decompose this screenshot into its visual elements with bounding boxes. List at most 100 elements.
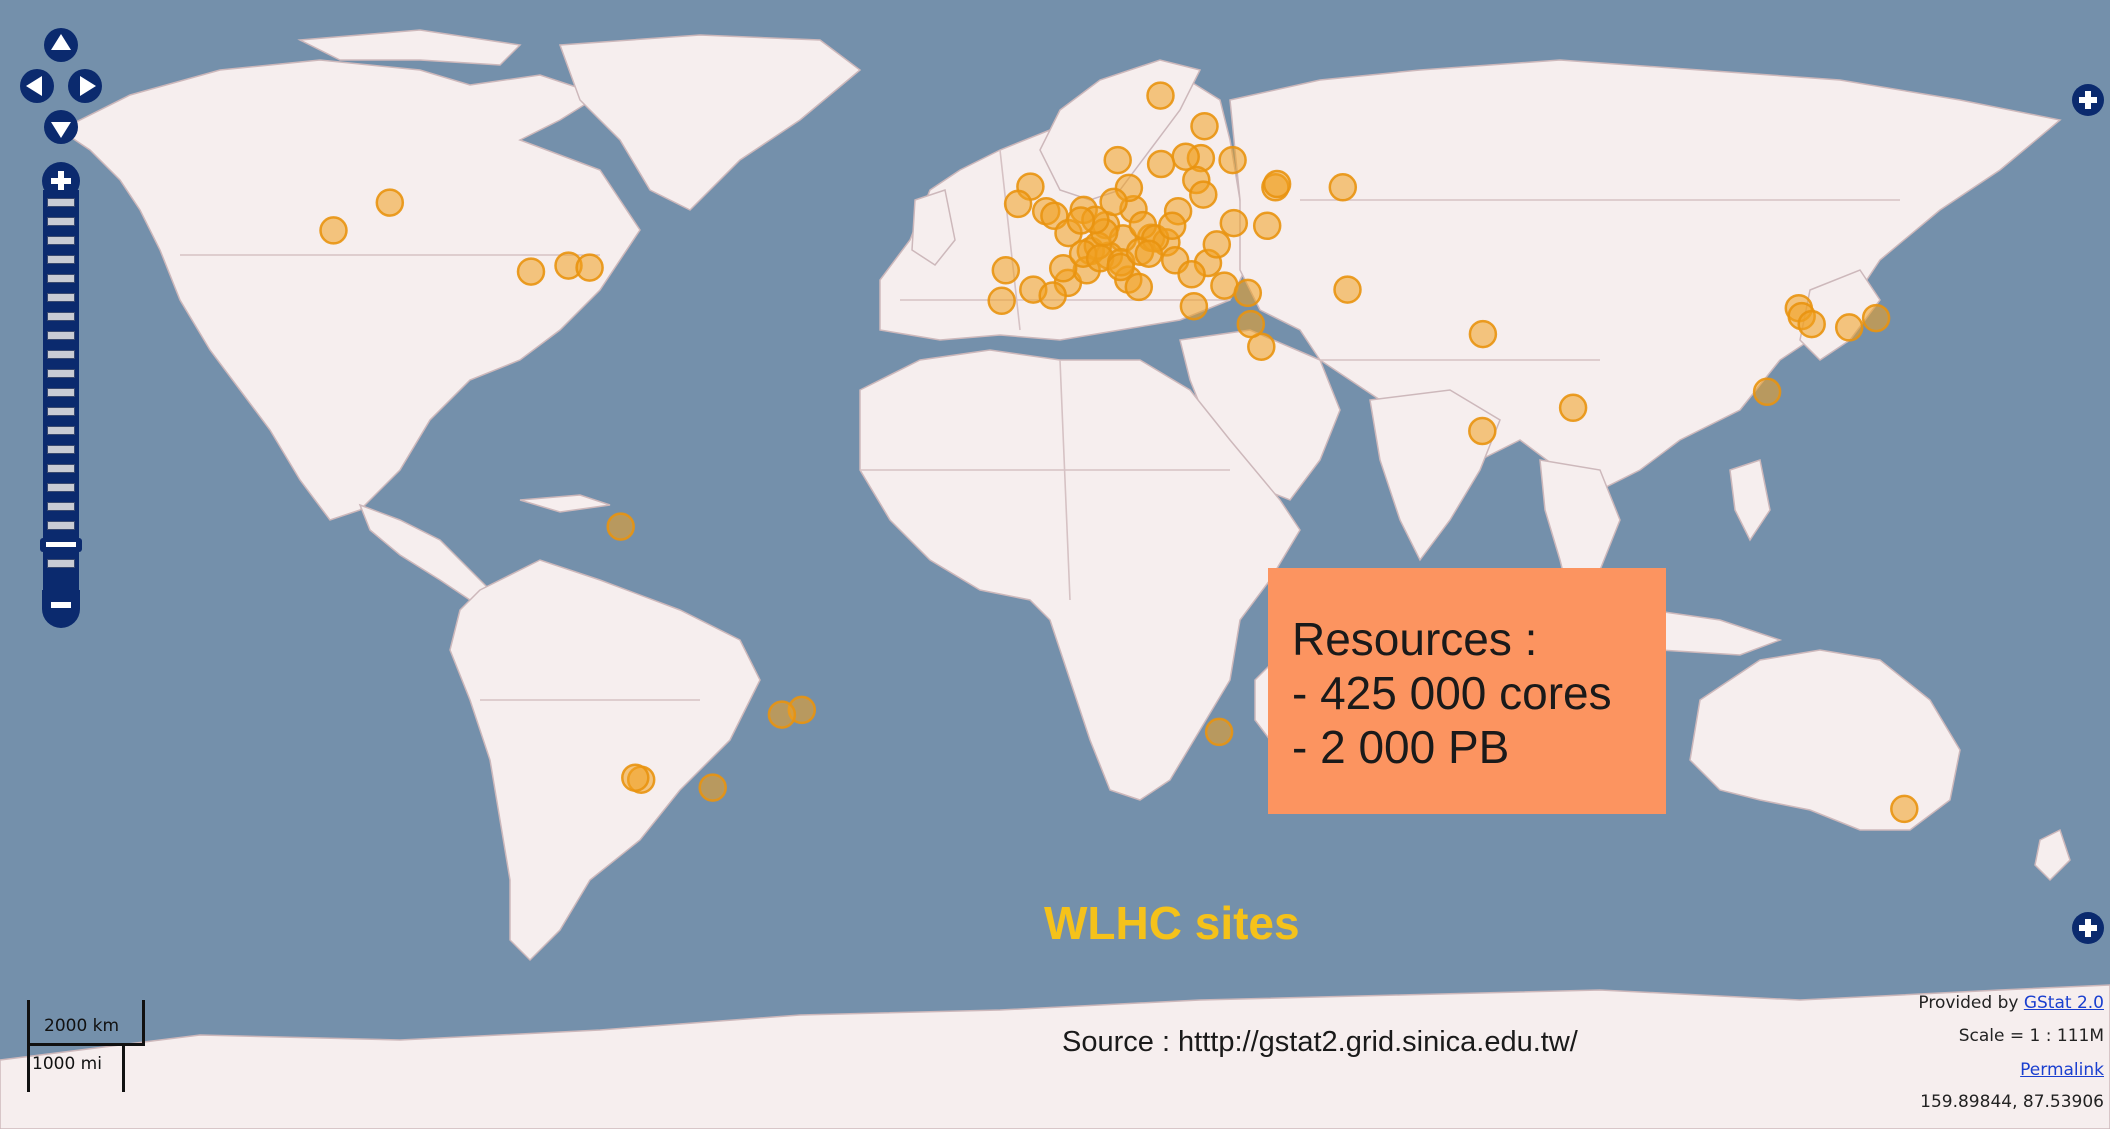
zoom-slider-handle[interactable]: [40, 538, 82, 552]
caribbean-landmass: [519, 494, 611, 513]
zoom-level-slot[interactable]: [47, 369, 75, 378]
zoom-level-slot[interactable]: [47, 350, 75, 359]
arctic-islands-landmass: [297, 29, 522, 66]
site-marker[interactable]: [1558, 393, 1588, 423]
zoom-level-slot[interactable]: [47, 236, 75, 245]
site-marker[interactable]: [1103, 145, 1132, 175]
site-marker[interactable]: [1252, 211, 1282, 241]
site-marker[interactable]: [1038, 281, 1067, 310]
africa-landmass: [859, 349, 1301, 801]
zoom-level-slot[interactable]: [47, 521, 75, 530]
site-marker[interactable]: [1219, 208, 1249, 238]
site-marker[interactable]: [767, 700, 797, 729]
permalink-link[interactable]: Permalink: [2020, 1060, 2104, 1080]
pan-control[interactable]: [18, 28, 104, 144]
zoom-level-slot[interactable]: [47, 312, 75, 321]
site-marker[interactable]: [1106, 252, 1135, 282]
zoom-level-slot[interactable]: [47, 331, 75, 340]
scale-metric-label: 2000 km: [44, 1016, 120, 1036]
gstat-link[interactable]: GStat 2.0: [2023, 993, 2104, 1013]
site-marker[interactable]: [1468, 319, 1498, 349]
zoom-level-slot[interactable]: [47, 426, 75, 435]
site-marker[interactable]: [1210, 271, 1239, 300]
zoom-level-slot[interactable]: [47, 407, 75, 416]
scale-line: 2000 km 1000 mi: [22, 1000, 152, 1096]
site-marker[interactable]: [1048, 254, 1078, 283]
site-marker[interactable]: [1834, 313, 1864, 342]
site-marker[interactable]: [1134, 239, 1164, 268]
site-marker[interactable]: [1328, 173, 1358, 202]
site-marker[interactable]: [1233, 278, 1263, 308]
asia-landmass: [1229, 59, 2062, 491]
site-marker[interactable]: [1262, 169, 1292, 199]
pan-right-icon[interactable]: [68, 69, 102, 103]
source-caption: Source : htttp://gstat2.grid.sinica.edu.…: [1062, 1026, 1578, 1058]
zoom-level-slot[interactable]: [47, 198, 75, 207]
site-marker[interactable]: [1204, 717, 1234, 747]
zoom-level-slot[interactable]: [47, 388, 75, 397]
zoom-level-slot[interactable]: [47, 559, 75, 568]
site-marker[interactable]: [1189, 180, 1218, 209]
site-marker[interactable]: [1333, 275, 1362, 304]
site-marker[interactable]: [621, 763, 650, 792]
pan-down-icon[interactable]: [44, 110, 78, 144]
site-marker[interactable]: [1157, 211, 1187, 241]
site-marker[interactable]: [1236, 309, 1266, 339]
zoom-level-slot[interactable]: [47, 274, 75, 283]
site-marker[interactable]: [606, 512, 635, 541]
site-marker[interactable]: [1003, 189, 1033, 219]
zoom-level-slot[interactable]: [47, 255, 75, 264]
attribution-provided-prefix: Provided by: [1918, 993, 2024, 1013]
site-marker[interactable]: [1171, 142, 1200, 171]
zoom-level-slot[interactable]: [47, 445, 75, 454]
site-marker[interactable]: [1099, 187, 1128, 217]
site-marker[interactable]: [1202, 230, 1232, 259]
site-marker[interactable]: [991, 256, 1021, 285]
site-marker[interactable]: [1468, 416, 1497, 446]
site-marker[interactable]: [575, 253, 604, 282]
map-title: WLHC sites: [1044, 897, 1300, 949]
central-america-landmass: [358, 503, 492, 601]
zoom-level-slot[interactable]: [47, 217, 75, 226]
site-marker[interactable]: [987, 286, 1016, 316]
zoom-bar[interactable]: [43, 190, 79, 590]
site-marker[interactable]: [1146, 149, 1176, 179]
zoom-out-icon[interactable]: [42, 590, 80, 628]
site-marker[interactable]: [1797, 309, 1826, 339]
overview-map-plus-icon[interactable]: [2072, 912, 2104, 944]
pan-left-icon[interactable]: [20, 69, 54, 103]
site-marker[interactable]: [1124, 272, 1154, 302]
site-marker[interactable]: [319, 216, 348, 245]
site-marker[interactable]: [1890, 794, 1919, 824]
layer-switcher-plus-icon[interactable]: [2072, 84, 2104, 116]
site-marker[interactable]: [375, 188, 405, 217]
site-marker[interactable]: [1146, 81, 1175, 110]
zoom-level-slot[interactable]: [47, 293, 75, 302]
antarctica-landmass: [0, 984, 2110, 1129]
site-marker[interactable]: [1752, 377, 1782, 407]
site-marker[interactable]: [1861, 303, 1891, 333]
scale-imperial-bar: [27, 1046, 125, 1092]
scale-readout: Scale = 1 : 111M: [1958, 1026, 2104, 1046]
philippines-landmass: [1729, 459, 1771, 542]
site-marker[interactable]: [698, 773, 727, 802]
british-isles-landmass: [911, 189, 956, 267]
permalink-wrapper: Permalink: [2020, 1060, 2104, 1080]
attribution-provided: Provided by GStat 2.0: [1918, 993, 2104, 1013]
zoom-level-slot[interactable]: [47, 483, 75, 492]
site-marker[interactable]: [1190, 111, 1219, 141]
site-marker[interactable]: [516, 257, 546, 286]
site-marker[interactable]: [1179, 291, 1209, 321]
site-markers-layer[interactable]: [319, 81, 1919, 824]
site-marker[interactable]: [1218, 145, 1247, 175]
land-layer: [0, 29, 2110, 1129]
pan-up-icon[interactable]: [44, 28, 78, 62]
scale-metric-bar: [27, 1000, 145, 1046]
resources-storage: - 2 000 PB: [1292, 721, 1510, 773]
site-marker[interactable]: [1066, 206, 1096, 235]
zoom-level-slot[interactable]: [47, 464, 75, 473]
site-marker[interactable]: [1177, 260, 1206, 289]
zoom-level-slot[interactable]: [47, 502, 75, 511]
